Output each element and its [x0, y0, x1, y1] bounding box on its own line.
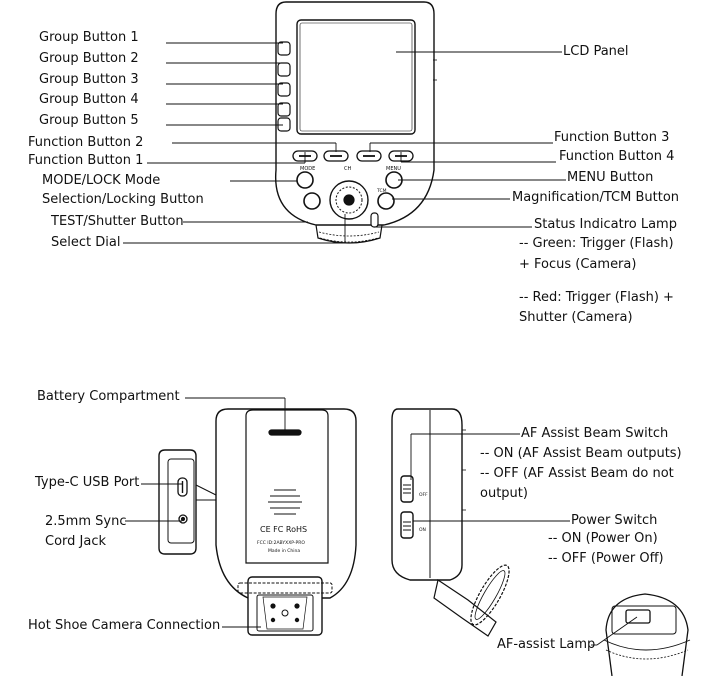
lcd-screen-inner	[299, 22, 413, 132]
test-shutter-button	[303, 192, 321, 210]
made-in: Made in China	[268, 548, 300, 554]
label-function-button-2: Function Button 2	[28, 135, 144, 150]
side-hot-shoe	[433, 579, 497, 637]
label-af-assist-switch: AF Assist Beam Switch	[521, 426, 669, 441]
back-body-outline	[215, 408, 357, 599]
af-assist-lamp-inset	[605, 593, 689, 676]
leader-lines-top-right	[369, 51, 566, 228]
side-locking-ring	[470, 564, 510, 626]
label-function-button-4: Function Button 4	[559, 149, 675, 164]
group-button-2	[277, 62, 291, 77]
label-status-green-1: -- Green: Trigger (Flash)	[519, 236, 674, 251]
group-button-3	[277, 82, 291, 97]
select-dial-center	[343, 194, 355, 206]
label-magnification-tcm: Magnification/TCM Button	[512, 190, 680, 205]
label-type-c-usb-port: Type-C USB Port	[35, 475, 140, 490]
leader-lines-bottom-left	[125, 397, 286, 628]
label-power-switch: Power Switch	[571, 513, 658, 528]
label-function-button-1: Function Button 1	[28, 153, 144, 168]
leader-lines-bottom-right	[410, 433, 638, 646]
magnification-tcm-button	[377, 192, 395, 210]
trigger-side-view: OFF ON	[391, 408, 691, 676]
label-af-off-2: output)	[480, 486, 528, 501]
fcc-id: FCC ID:2ABYXXP-PRO	[257, 540, 305, 546]
power-switch	[400, 511, 414, 539]
mode-marking: MODE	[300, 166, 315, 172]
side-body-outline	[391, 408, 463, 581]
trigger-front-view: MODE CH MENU TCM	[274, 1, 437, 244]
label-af-off-1: -- OFF (AF Assist Beam do not	[480, 466, 674, 481]
label-power-on: -- ON (Power On)	[548, 531, 658, 546]
trigger-body-outline	[274, 1, 435, 226]
label-hot-shoe: Hot Shoe Camera Connection	[28, 618, 221, 633]
group-button-5	[277, 117, 291, 132]
mode-lock-button	[296, 171, 314, 189]
compliance-marks: CE FC RoHS	[260, 525, 307, 534]
label-select-dial: Select Dial	[51, 235, 121, 250]
label-sync-jack-2: Cord Jack	[45, 534, 107, 549]
leader-lines-top-left	[123, 42, 346, 244]
battery-door	[245, 409, 329, 564]
label-group-button-4: Group Button 4	[39, 92, 139, 107]
af-assist-lamp	[625, 609, 651, 624]
status-indicator-lamp	[370, 212, 379, 228]
label-sync-jack-1: 2.5mm Sync	[45, 514, 127, 529]
label-group-button-3: Group Button 3	[39, 72, 139, 87]
label-af-on: -- ON (AF Assist Beam outputs)	[480, 446, 682, 461]
label-group-button-5: Group Button 5	[39, 113, 139, 128]
group-button-1	[277, 41, 291, 56]
label-mode-lock-line2: Selection/Locking Button	[42, 192, 204, 207]
ch-marking: CH	[344, 166, 351, 172]
label-status-green-2: + Focus (Camera)	[519, 257, 637, 272]
label-menu-button: MENU Button	[567, 170, 654, 185]
label-mode-lock-line1: MODE/LOCK Mode	[42, 173, 161, 188]
label-af-assist-lamp: AF-assist Lamp	[497, 637, 596, 652]
label-battery-compartment: Battery Compartment	[37, 389, 180, 404]
label-test-shutter: TEST/Shutter Button	[51, 214, 184, 229]
label-function-button-3: Function Button 3	[554, 130, 670, 145]
label-status-red-1: -- Red: Trigger (Flash) +	[519, 290, 674, 305]
label-group-button-1: Group Button 1	[39, 30, 139, 45]
group-button-4	[277, 102, 291, 117]
lcd-panel	[296, 19, 416, 135]
label-power-off: -- OFF (Power Off)	[548, 551, 664, 566]
label-group-button-2: Group Button 2	[39, 51, 139, 66]
hot-shoe-foot	[315, 224, 383, 244]
side-off-marking: OFF	[419, 492, 428, 498]
menu-marking: MENU	[386, 166, 401, 172]
side-port-panel	[158, 449, 197, 555]
select-dial-inner	[335, 186, 363, 214]
label-lcd-panel: LCD Panel	[563, 44, 629, 59]
side-on-marking: ON	[419, 527, 426, 533]
label-status-lamp: Status Indicatro Lamp	[534, 217, 677, 232]
hot-shoe-mount	[247, 576, 323, 636]
tcm-marking: TCM	[376, 188, 387, 194]
sync-cord-jack	[178, 514, 188, 524]
label-status-red-2: Shutter (Camera)	[519, 310, 633, 325]
trigger-back-view: CE FC RoHS FCC ID:2ABYXXP-PRO Made in Ch…	[158, 408, 357, 636]
